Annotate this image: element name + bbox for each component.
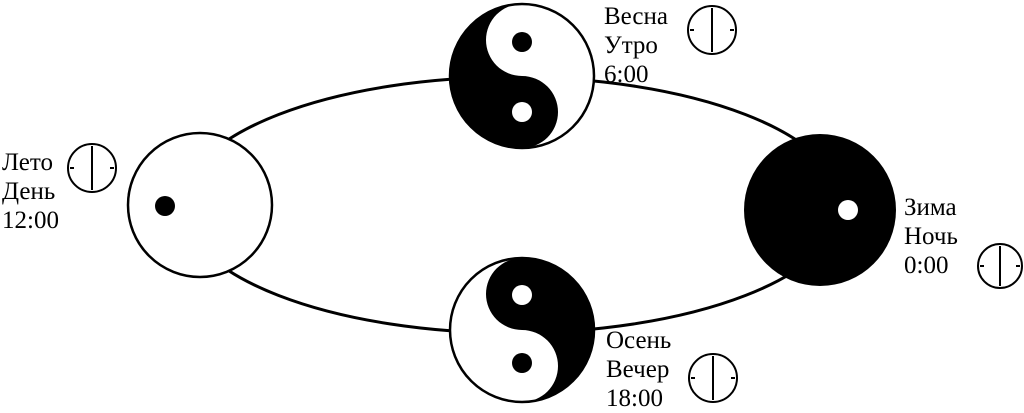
- summer-time: 12:00: [2, 207, 59, 234]
- summer-circle: [126, 131, 274, 279]
- summer-time-of-day: День: [2, 178, 56, 205]
- summer-label: Лето День 12:00: [2, 148, 59, 235]
- spring-label: Весна Утро 6:00: [604, 2, 668, 89]
- spring-clock-icon: [687, 5, 737, 55]
- spring-time: 6:00: [604, 61, 649, 88]
- autumn-label: Осень Вечер 18:00: [606, 326, 671, 413]
- summer-clock-icon: [67, 143, 117, 193]
- winter-time: 0:00: [904, 252, 949, 279]
- spring-time-of-day: Утро: [604, 32, 658, 59]
- spring-yin-yang: [448, 2, 596, 150]
- winter-circle: [744, 134, 896, 286]
- autumn-season: Осень: [606, 327, 672, 354]
- summer-season: Лето: [2, 149, 53, 176]
- winter-label: Зима Ночь 0:00: [904, 193, 958, 280]
- spring-season: Весна: [604, 3, 668, 30]
- autumn-yin-yang: [448, 256, 596, 404]
- winter-clock-icon: [977, 243, 1023, 289]
- autumn-time-of-day: Вечер: [606, 356, 670, 383]
- autumn-clock-icon: [688, 353, 738, 403]
- winter-season: Зима: [904, 194, 957, 221]
- winter-time-of-day: Ночь: [904, 223, 958, 250]
- autumn-time: 18:00: [606, 385, 663, 412]
